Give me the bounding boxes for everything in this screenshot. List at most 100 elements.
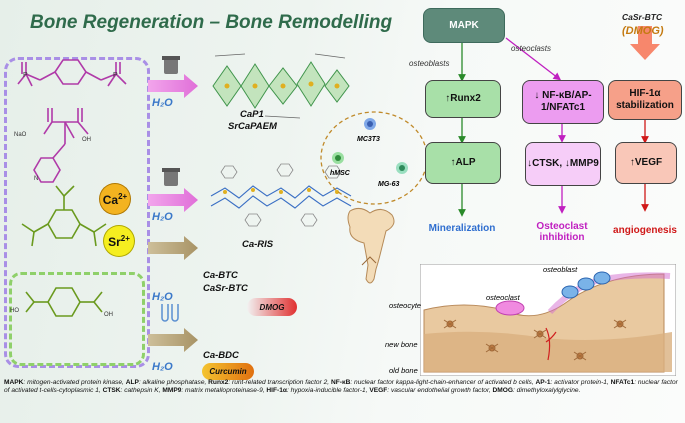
caption-definition: : hypoxia-inducible factor-1, bbox=[286, 387, 370, 395]
p-label: P bbox=[23, 72, 28, 79]
caption-definition: : cathepsin K, bbox=[120, 387, 163, 395]
alp-box: ↑ALP bbox=[425, 142, 501, 184]
nfkb-ap1-nfatc1-box: ↓ NF-κB/AP-1/NFATc1 bbox=[522, 80, 604, 124]
osteoblast-label: osteoblast bbox=[543, 265, 578, 274]
caption-term: NF-κB bbox=[330, 379, 351, 386]
ligand-structures: P P NaO N OH HO OH bbox=[10, 59, 127, 318]
sr-ion-badge: Sr2+ bbox=[104, 226, 134, 256]
ctsk-mmp9-box: ↓CTSK, ↓MMP9 bbox=[525, 142, 601, 186]
casr-btc-label: CaSr-BTC bbox=[203, 283, 248, 294]
dmog-cargo-badge: DMOG bbox=[247, 298, 297, 316]
nao-label: NaO bbox=[14, 132, 27, 138]
bone-remodelling-illustration bbox=[420, 264, 676, 376]
srcapaem-label: SrCaPAEM bbox=[228, 121, 277, 132]
reaction-arrow bbox=[148, 236, 198, 260]
reaction-arrow bbox=[148, 188, 198, 212]
synthesis-arrows bbox=[148, 56, 198, 352]
dmog-down-arrow bbox=[630, 26, 660, 60]
ligand-panel bbox=[4, 57, 150, 368]
test-tube-icon bbox=[161, 304, 179, 322]
old-bone-label: old bone bbox=[389, 366, 418, 375]
paem-molecule bbox=[17, 59, 127, 87]
caption-definition: : matrix metalloproteinase-9, bbox=[181, 387, 267, 395]
osteoclast-icon bbox=[495, 300, 525, 316]
caption-definition: : nuclear factor of activated t-cells-cy… bbox=[4, 379, 678, 395]
osteocyte-label: osteocyte bbox=[389, 301, 422, 310]
hif1a-stabilization-box: HIF-1α stabilization bbox=[608, 80, 682, 120]
osteoblasts-branch-label: osteoblasts bbox=[409, 59, 450, 68]
new-bone-label: new bone bbox=[385, 340, 418, 349]
sr-ion-label: Sr bbox=[108, 234, 121, 249]
ca-bdc-label: Ca-BDC bbox=[203, 350, 239, 361]
mg63-label: MG-63 bbox=[378, 181, 400, 188]
ca-ion-label: Ca bbox=[102, 192, 119, 207]
caption-term: CTSK bbox=[102, 387, 121, 395]
osteocyte-icon bbox=[443, 319, 627, 361]
cell-icon bbox=[332, 152, 344, 164]
ca-ris-crystal-structure bbox=[210, 163, 352, 227]
p-label: P bbox=[113, 72, 118, 79]
runx2-box: ↑Runx2 bbox=[425, 80, 501, 118]
osteoblast-icon bbox=[561, 271, 611, 299]
bdc-molecule bbox=[25, 287, 103, 317]
dmog-heading: (DMOG) bbox=[622, 25, 664, 37]
caption-term: Runx2 bbox=[208, 379, 229, 386]
caption-definition: : activator protein-1, bbox=[550, 379, 611, 386]
cap1-crystal-structure bbox=[212, 53, 350, 119]
caption-definition: : dimethyloxalylglycine. bbox=[513, 387, 581, 395]
caption-term: HIF-1α bbox=[266, 387, 287, 395]
water-label: H₂O bbox=[152, 97, 173, 109]
ca-charge: 2+ bbox=[118, 191, 128, 201]
figure-title: Bone Regeneration – Bone Remodelling bbox=[30, 12, 393, 33]
caption-term: MMP9 bbox=[162, 387, 182, 395]
caption-definition: : nuclear factor kappa-light-chain-enhan… bbox=[350, 379, 536, 386]
blood-vessel-icon bbox=[545, 327, 557, 361]
mineralization-outcome: Mineralization bbox=[428, 223, 496, 234]
risedronate-molecule bbox=[33, 108, 89, 183]
osteoclasts-branch-label: osteoclasts bbox=[511, 44, 552, 53]
caption-term: AP-1 bbox=[535, 379, 551, 386]
oh-label: OH bbox=[82, 137, 91, 143]
bone-icon bbox=[347, 207, 395, 284]
caption-term: DMOG bbox=[492, 387, 513, 395]
casr-btc-heading: CaSr-BTC bbox=[622, 12, 663, 22]
ho-label: HO bbox=[10, 308, 19, 314]
osteoclast-label: osteoclast bbox=[486, 293, 520, 302]
autoclave-icon bbox=[162, 56, 180, 74]
curcumin-cargo-badge: Curcumin bbox=[202, 363, 254, 380]
mapk-box: MAPK bbox=[423, 8, 505, 43]
bdc-ligand-panel bbox=[9, 272, 145, 366]
ca-ris-label: Ca-RIS bbox=[242, 239, 274, 250]
osteoclast-inhibition-outcome: Osteoclast inhibition bbox=[536, 221, 588, 243]
caption-term: ALP bbox=[125, 379, 139, 386]
caption-term: VEGF bbox=[369, 387, 388, 395]
caption-definition: : vascular endothelial growth factor, bbox=[387, 387, 493, 395]
pathway-connectors bbox=[458, 26, 660, 217]
water-label: H₂O bbox=[152, 361, 173, 373]
caption-term: MAPK bbox=[4, 379, 24, 386]
n-label: N bbox=[34, 176, 38, 182]
caption-definition: : mitogen-activated protein kinase, bbox=[23, 379, 126, 386]
reaction-arrow bbox=[148, 74, 198, 98]
hmsc-label: hMSC bbox=[330, 170, 350, 177]
ca-ion-badge: Ca2+ bbox=[100, 184, 130, 214]
sr-charge: 2+ bbox=[120, 233, 130, 243]
cell-lines-circle bbox=[320, 111, 428, 205]
cap1-label: CaP1 bbox=[240, 109, 264, 120]
autoclave-icon bbox=[162, 168, 180, 186]
mc3t3-label: MC3T3 bbox=[357, 136, 380, 143]
reaction-arrow bbox=[148, 328, 198, 352]
cell-icon bbox=[396, 162, 408, 174]
caption-term: NFATc1 bbox=[610, 379, 635, 386]
caption-definition: : alkaline phosphatase, bbox=[138, 379, 209, 386]
water-label: H₂O bbox=[152, 291, 173, 303]
vegf-box: ↑VEGF bbox=[615, 142, 677, 184]
angiogenesis-outcome: angiogenesis bbox=[613, 225, 677, 236]
oh-label: OH bbox=[104, 312, 113, 318]
ca-btc-label: Ca-BTC bbox=[203, 270, 238, 281]
caption-definition: : runt-related transcription factor 2, bbox=[228, 379, 331, 386]
cell-icon bbox=[364, 118, 376, 130]
btc-molecule bbox=[21, 185, 107, 247]
abbreviations-caption: MAPK: mitogen-activated protein kinase, … bbox=[4, 379, 682, 396]
